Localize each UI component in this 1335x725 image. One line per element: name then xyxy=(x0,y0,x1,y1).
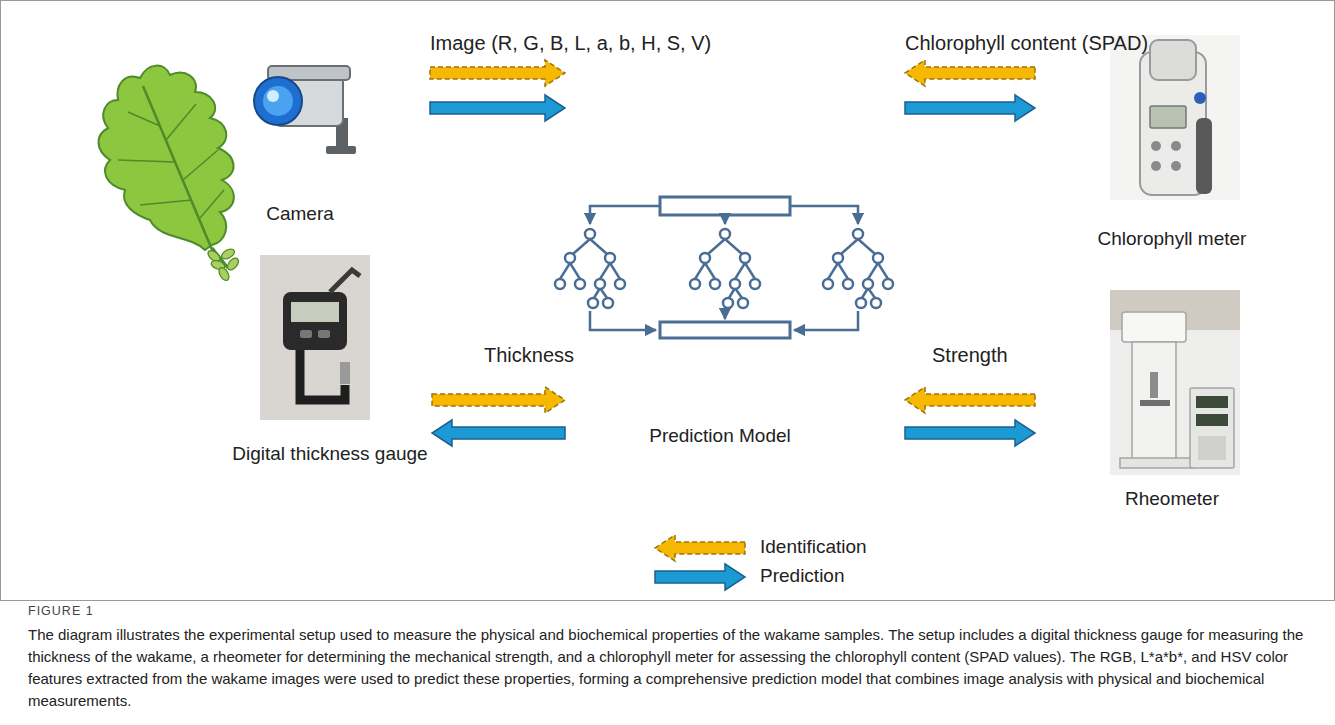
wakame-illustration xyxy=(98,66,233,250)
wakame-illustration xyxy=(206,247,240,282)
rheometer-photo xyxy=(1140,400,1170,406)
rheometer-photo xyxy=(1190,388,1234,468)
signal-label: Thickness xyxy=(484,344,574,367)
rheometer-photo xyxy=(1198,436,1226,460)
rheometer-photo xyxy=(1150,372,1158,398)
signal-label: Chlorophyll content (SPAD) xyxy=(905,32,1148,55)
chlorophyll-meter-photo xyxy=(1110,35,1240,200)
camera-icon xyxy=(267,90,279,102)
camera-icon xyxy=(326,146,356,154)
thickness-gauge-photo xyxy=(283,292,347,350)
wakame-illustration xyxy=(140,200,192,205)
thickness-gauge-photo xyxy=(330,270,360,292)
wakame-illustration xyxy=(200,190,224,218)
random-forest-icon xyxy=(724,311,727,319)
legend-entry: Prediction xyxy=(760,565,845,587)
device-node: Rheometer xyxy=(1035,285,1265,515)
wakame-illustration xyxy=(143,86,213,252)
node-label: Camera xyxy=(266,203,334,225)
random-forest-icon xyxy=(590,206,660,224)
chlorophyll-meter-photo xyxy=(1151,161,1161,171)
prediction-arrow xyxy=(905,420,1035,446)
rheometer-photo xyxy=(1120,458,1194,468)
wakame-illustration xyxy=(217,266,231,282)
chlorophyll-meter-photo xyxy=(1150,106,1186,128)
chlorophyll-meter-photo xyxy=(1171,141,1181,151)
legend-entry: Identification xyxy=(760,536,867,558)
thickness-gauge-photo xyxy=(340,362,350,384)
chlorophyll-meter-photo xyxy=(1150,40,1196,80)
random-forest-icon xyxy=(794,311,858,330)
random-forest-icon xyxy=(590,206,858,224)
device-node: Digital thickness gauge xyxy=(222,250,432,470)
thickness-gauge-photo xyxy=(291,302,339,322)
thickness-gauge-photo xyxy=(300,330,312,338)
identification-arrow xyxy=(432,387,565,413)
legend-sample xyxy=(655,535,745,561)
figure-frame xyxy=(1,1,1335,601)
chlorophyll-meter-photo xyxy=(1171,161,1181,171)
random-forest-icon xyxy=(660,322,790,338)
legend-label: Identification xyxy=(760,536,867,558)
random-forest-icon xyxy=(724,215,727,224)
prediction-arrow xyxy=(905,95,1035,121)
identification-arrow xyxy=(905,60,1035,86)
legend-sample xyxy=(655,535,745,590)
wakame-illustration xyxy=(118,104,224,218)
random-forest-icon xyxy=(690,229,760,308)
wakame-illustration xyxy=(118,160,175,162)
wakame-illustration xyxy=(128,112,160,126)
thickness-gauge-photo xyxy=(318,330,330,338)
random-forest-icon xyxy=(790,206,858,224)
thickness-gauge-photo xyxy=(260,255,370,420)
signal-label: Strength xyxy=(932,344,1008,367)
signal-label: Image (R, G, B, L, a, b, H, S, V) xyxy=(430,32,711,55)
identification-arrow xyxy=(430,60,565,86)
wakame-illustration xyxy=(166,104,196,140)
prediction-arrow xyxy=(430,95,565,121)
random-forest-icon xyxy=(555,197,893,338)
wakame-illustration xyxy=(225,256,240,272)
camera-icon xyxy=(254,66,356,154)
rheometer-photo xyxy=(1110,290,1240,475)
chlorophyll-meter-photo xyxy=(1194,92,1206,104)
figure-number: FIGURE 1 xyxy=(28,604,94,618)
identification-arrow xyxy=(905,387,1035,413)
camera-icon xyxy=(263,86,293,116)
random-forest-icon xyxy=(823,229,893,308)
random-forest-icon xyxy=(555,229,625,308)
wakame-illustration xyxy=(98,66,240,282)
node-label: Digital thickness gauge xyxy=(232,443,427,465)
random-forest-icon xyxy=(660,197,790,215)
device-node: Chlorophyll meter xyxy=(1035,30,1280,255)
wakame-illustration xyxy=(183,150,218,180)
random-forest-icon xyxy=(590,311,656,330)
chlorophyll-meter-photo xyxy=(1151,141,1161,151)
node-label: Chlorophyll meter xyxy=(1098,228,1247,250)
model-node: Prediction Model xyxy=(565,55,905,460)
device-node: Camera xyxy=(250,40,430,235)
figure-caption: The diagram illustrates the experimental… xyxy=(28,624,1316,712)
thickness-gauge-photo xyxy=(300,350,345,400)
legend-sample xyxy=(655,564,745,590)
legend-label: Prediction xyxy=(760,565,845,587)
rheometer-photo xyxy=(1132,342,1176,460)
node-label: Rheometer xyxy=(1125,488,1219,510)
rheometer-photo xyxy=(1122,312,1186,342)
chlorophyll-meter-photo xyxy=(1196,118,1212,194)
rheometer-photo xyxy=(1110,290,1240,475)
camera-icon xyxy=(254,77,302,125)
rheometer-photo xyxy=(1196,414,1228,426)
prediction-arrow xyxy=(432,420,565,446)
chlorophyll-meter-photo xyxy=(1110,35,1240,200)
thickness-gauge-photo xyxy=(260,255,370,420)
node-label: Prediction Model xyxy=(649,425,791,447)
rheometer-photo xyxy=(1196,396,1228,408)
